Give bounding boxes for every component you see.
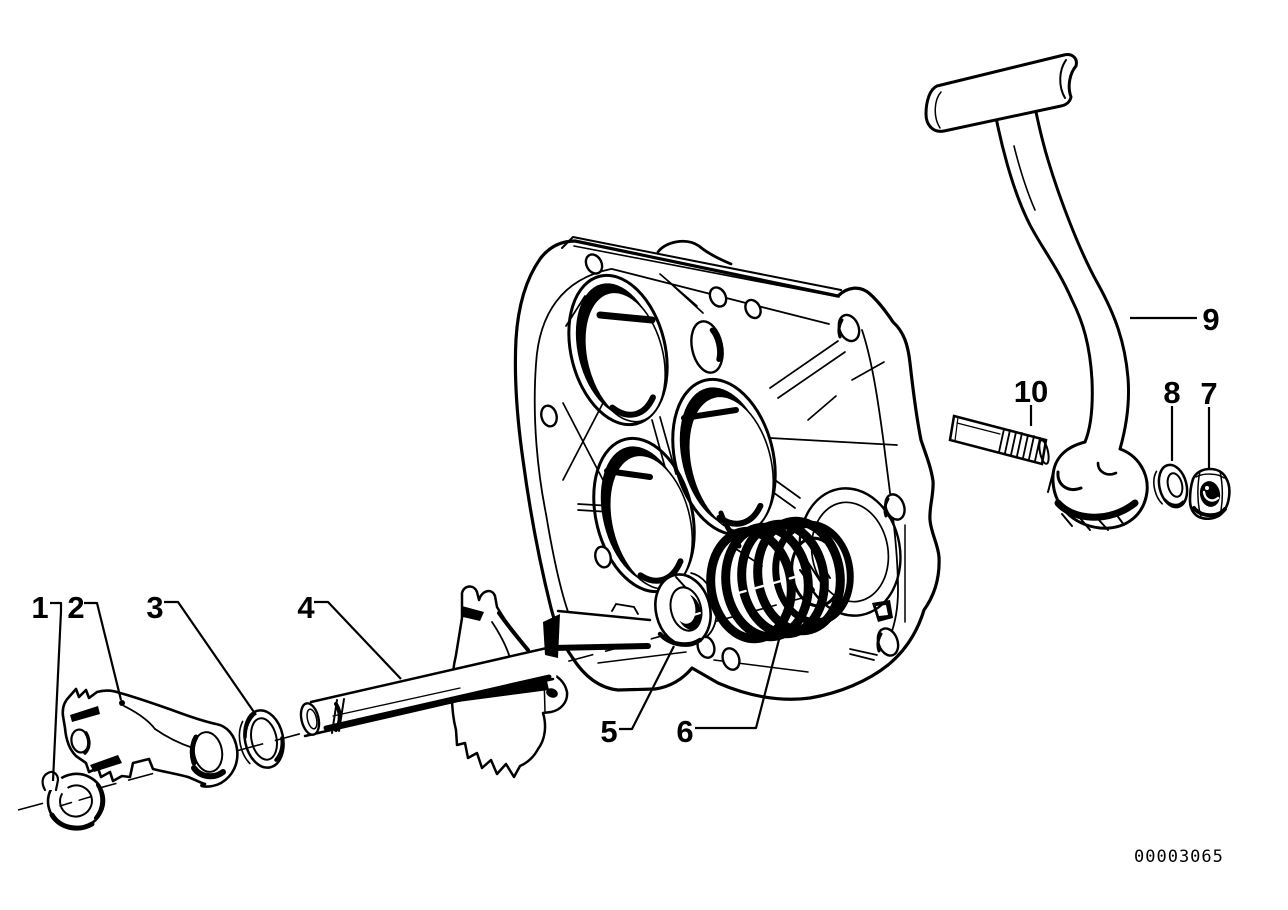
lock-washer-drawing [1153,463,1189,509]
callout-9[interactable]: 9 [1202,302,1219,337]
leader-line-4 [314,600,402,680]
lever-arm-drawing [61,687,239,788]
housing-shaft-boss [543,603,652,658]
callout-2[interactable]: 2 [67,590,84,625]
washer-drawing [238,709,285,771]
callout-6[interactable]: 6 [676,714,693,749]
bushing-drawing [654,571,718,647]
callout-3[interactable]: 3 [146,590,163,625]
leader-line-5 [619,645,675,731]
hex-nut-drawing [1188,467,1231,521]
callout-4[interactable]: 4 [297,590,315,625]
callout-5[interactable]: 5 [600,714,617,749]
kickstarter-shaft-drawing [299,643,562,738]
callout-1[interactable]: 1 [31,590,48,625]
leader-line-1 [50,601,63,782]
leader-line-6 [695,627,784,730]
axis-centerline [17,596,807,811]
circlip-drawing [41,770,106,831]
callout-8[interactable]: 8 [1163,375,1180,410]
leader-line-2 [84,601,123,701]
return-spring-drawing [706,510,854,644]
leader-line-3 [164,600,257,716]
leader-lines [50,316,1211,782]
callout-7[interactable]: 7 [1200,376,1217,411]
stud-bolt-drawing [948,414,1050,466]
callout-10[interactable]: 10 [1014,374,1048,409]
housing-cover-drawing [513,236,941,701]
kick-pedal-drawing [924,53,1149,531]
watermark-code: 00003065 [1134,847,1224,867]
callout-labels: 1 2 3 4 5 6 7 8 9 10 [31,302,1219,749]
